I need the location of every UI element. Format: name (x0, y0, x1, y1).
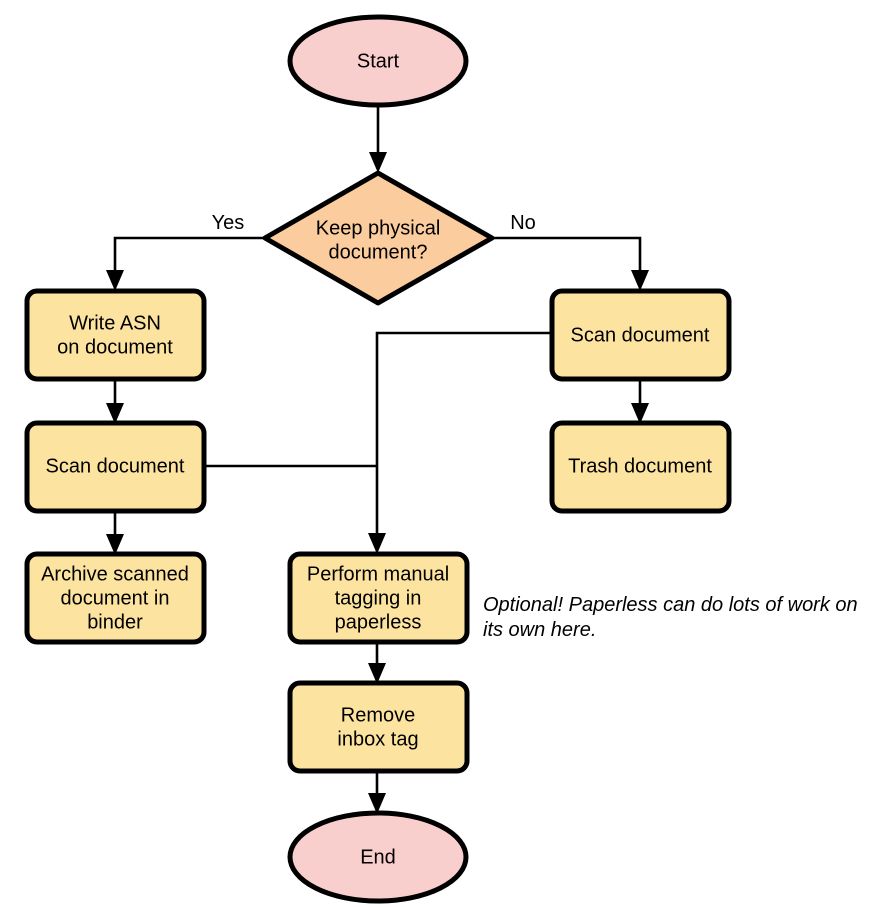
node-trash-document[interactable]: Trash document (549, 420, 732, 514)
node-trash-document-label: Trash document (568, 455, 712, 477)
node-remove-inbox-label-line1: Remove (341, 704, 415, 726)
note-optional-line1: Optional! Paperless can do lots of work … (483, 594, 858, 616)
tagging-box[interactable] (287, 551, 470, 645)
node-end[interactable]: End (287, 810, 469, 904)
edge-start-to-decision (369, 103, 387, 173)
node-start-label: Start (357, 50, 400, 72)
edge-scan-left-to-archive (106, 510, 124, 555)
node-remove-inbox-label-line2: inbox tag (337, 728, 418, 750)
node-tagging-label-line1: Perform manual (307, 563, 449, 585)
node-remove-inbox-tag[interactable]: Remove inbox tag (287, 680, 470, 774)
archive-box[interactable] (24, 551, 207, 645)
node-tagging-label-line3: paperless (335, 611, 422, 633)
node-decision-label-line2: document? (329, 241, 428, 263)
node-archive-label-line2: document in (61, 587, 170, 609)
edge-label-yes: Yes (212, 212, 245, 234)
edge-decision-to-scan-right (494, 236, 649, 291)
node-archive-label-line1: Archive scanned (41, 563, 189, 585)
node-archive-label-line3: binder (87, 611, 143, 633)
edge-write-asn-to-scan-left (106, 378, 124, 424)
edge-scan-right-to-trash (631, 378, 649, 424)
edge-label-no: No (510, 212, 536, 234)
node-perform-manual-tagging[interactable]: Perform manual tagging in paperless (287, 551, 470, 645)
start-ellipse[interactable] (287, 14, 469, 108)
node-archive-scanned-document[interactable]: Archive scanned document in binder (24, 551, 207, 645)
node-end-label: End (360, 846, 396, 868)
node-scan-document-right-label: Scan document (571, 324, 710, 346)
node-scan-document-right[interactable]: Scan document (549, 288, 732, 382)
node-decision-keep-physical-document[interactable]: Keep physical document? (262, 170, 495, 306)
node-scan-document-left[interactable]: Scan document (24, 420, 207, 514)
end-ellipse[interactable] (287, 810, 469, 904)
edge-tagging-to-remove-inbox (368, 641, 386, 684)
remove-inbox-tag-box[interactable] (287, 680, 470, 774)
write-asn-box[interactable] (24, 288, 207, 382)
node-write-asn-label-line1: Write ASN (69, 312, 161, 334)
note-optional-paperless: Optional! Paperless can do lots of work … (483, 594, 858, 641)
note-optional-line2: its own here. (483, 619, 596, 641)
node-write-asn-on-document[interactable]: Write ASN on document (24, 288, 207, 382)
node-tagging-label-line2: tagging in (335, 587, 422, 609)
scan-document-right-box[interactable] (549, 288, 732, 382)
edge-scan-right-to-tagging (368, 331, 551, 554)
decision-diamond[interactable] (262, 170, 495, 306)
edge-remove-inbox-to-end (368, 770, 386, 814)
trash-document-box[interactable] (549, 420, 732, 514)
edge-decision-to-write-asn (106, 236, 263, 291)
node-write-asn-label-line2: on document (57, 336, 173, 358)
node-start[interactable]: Start (287, 14, 469, 108)
scan-document-left-box[interactable] (24, 420, 207, 514)
node-scan-document-left-label: Scan document (46, 455, 185, 477)
node-decision-label-line1: Keep physical (316, 217, 441, 239)
